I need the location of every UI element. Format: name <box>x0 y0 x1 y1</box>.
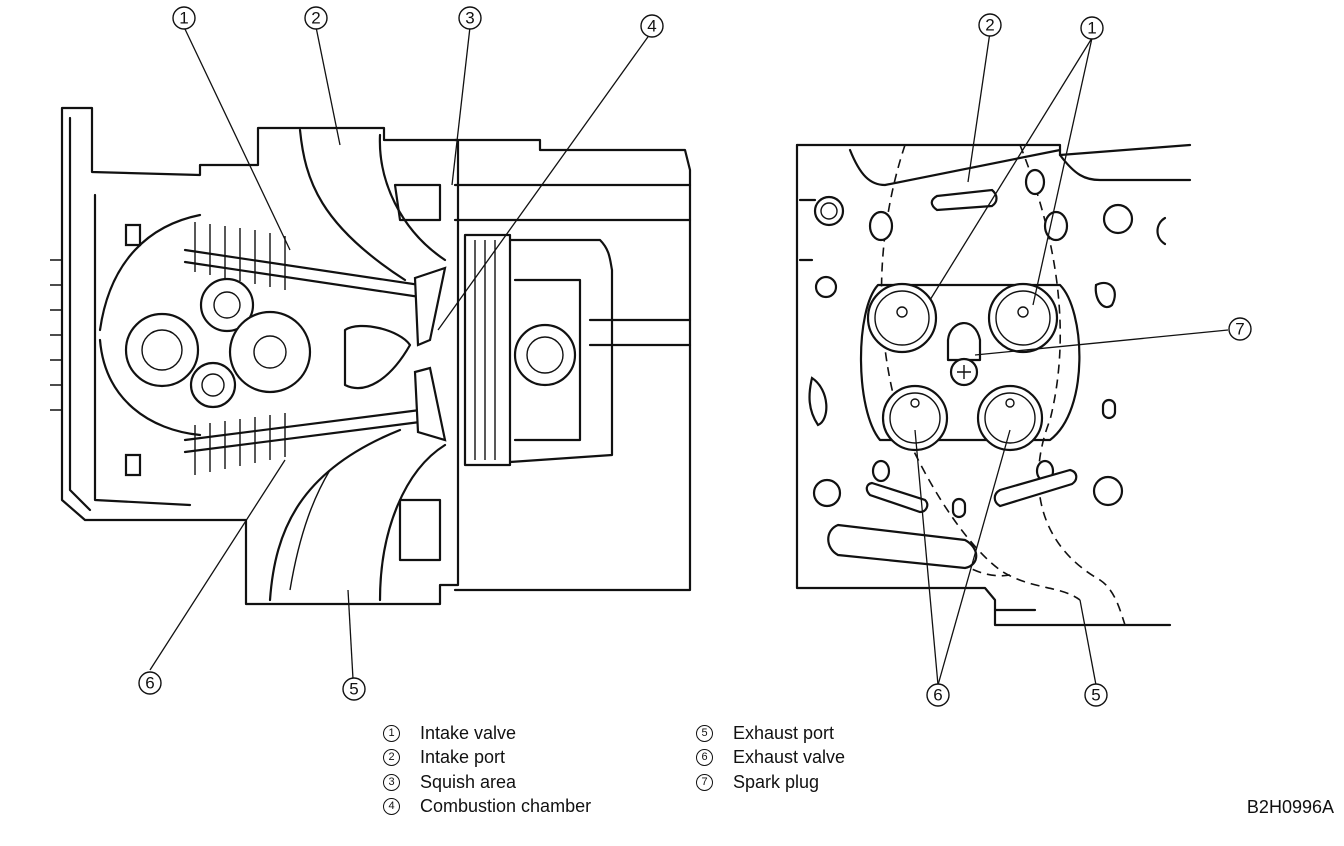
legend-item: 3 Squish area <box>383 770 591 795</box>
legend-item: 6 Exhaust valve <box>696 746 845 771</box>
svg-text:4: 4 <box>647 17 656 36</box>
legend-item: 7 Spark plug <box>696 770 845 795</box>
legend-item: 5 Exhaust port <box>696 721 845 746</box>
callout-1-left: 1 <box>172 6 196 30</box>
callout-7-right: 7 <box>1228 317 1252 341</box>
svg-text:1: 1 <box>1087 19 1096 38</box>
legend-item: 1 Intake valve <box>383 721 591 746</box>
svg-text:5: 5 <box>349 680 358 699</box>
legend-label: Spark plug <box>733 771 820 792</box>
svg-text:2: 2 <box>985 16 994 35</box>
legend-number: 1 <box>383 724 400 742</box>
cross-section-view <box>50 106 692 606</box>
svg-text:3: 3 <box>465 9 474 28</box>
callout-6-right: 6 <box>926 683 950 707</box>
svg-text:5: 5 <box>1091 686 1100 705</box>
leader-lines <box>149 26 1229 686</box>
svg-text:1: 1 <box>179 9 188 28</box>
svg-text:6: 6 <box>933 686 942 705</box>
callout-3-left: 3 <box>458 6 482 30</box>
legend-number: 2 <box>383 749 400 767</box>
legend-number: 3 <box>383 773 400 791</box>
svg-text:2: 2 <box>311 9 320 28</box>
legend-label: Exhaust valve <box>733 747 846 768</box>
callout-5-left: 5 <box>342 677 366 701</box>
legend-number: 6 <box>696 749 713 767</box>
legend-label: Intake valve <box>420 722 517 743</box>
legend-item: 4 Combustion chamber <box>383 795 591 820</box>
callout-4-left: 4 <box>640 14 664 38</box>
svg-text:6: 6 <box>145 674 154 693</box>
svg-text:7: 7 <box>1235 320 1244 339</box>
callout-1-right: 1 <box>1080 16 1104 40</box>
callout-2-right: 2 <box>978 13 1002 37</box>
legend-label: Exhaust port <box>733 722 835 743</box>
legend-column-right: 5 Exhaust port 6 Exhaust valve 7 Spark plug <box>696 721 845 795</box>
figure-code: B2H0996A <box>1246 797 1334 817</box>
bottom-view <box>795 143 1192 627</box>
callout-5-right: 5 <box>1084 683 1108 707</box>
legend-item: 2 Intake port <box>383 746 591 771</box>
legend-number: 7 <box>696 773 713 791</box>
legend-number: 4 <box>383 798 400 816</box>
legend-label: Combustion chamber <box>420 796 592 817</box>
callout-6-left: 6 <box>138 671 162 695</box>
legend-number: 5 <box>696 724 713 742</box>
legend-label: Squish area <box>420 771 517 792</box>
callout-2-left: 2 <box>304 6 328 30</box>
legend-label: Intake port <box>420 747 506 768</box>
